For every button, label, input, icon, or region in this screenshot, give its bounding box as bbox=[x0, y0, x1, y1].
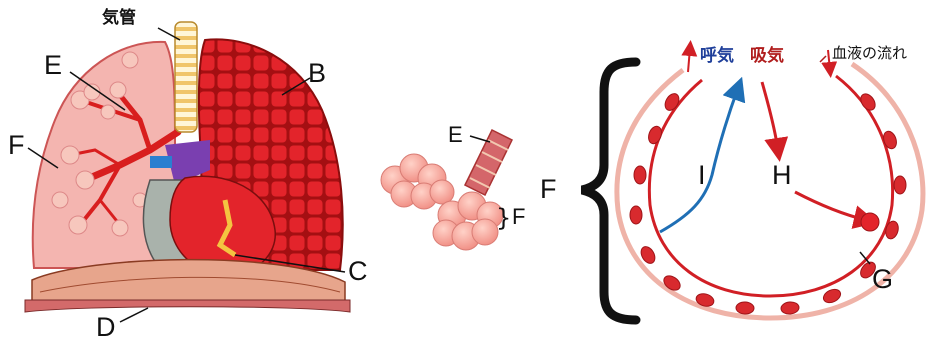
capillary-inner-wall bbox=[649, 76, 892, 296]
alveoli-illustration: } bbox=[381, 130, 512, 250]
label-d: D bbox=[96, 314, 116, 341]
oxygen-to-blood-arrow bbox=[795, 192, 866, 220]
label-e-lung: E bbox=[44, 52, 62, 79]
label-h: H bbox=[772, 162, 792, 189]
label-c: C bbox=[348, 258, 368, 285]
label-i: I bbox=[698, 162, 706, 189]
label-g: G bbox=[872, 266, 893, 293]
svg-text:}: } bbox=[496, 204, 511, 232]
red-blood-cells bbox=[630, 91, 906, 315]
alveolar-sac-top bbox=[381, 154, 454, 209]
label-exhale: 呼気 bbox=[700, 48, 734, 65]
label-f-alveoli: F bbox=[512, 206, 525, 228]
label-blood-flow: 血液の流れ bbox=[832, 46, 907, 61]
inhale-arrow bbox=[762, 82, 778, 150]
label-f-lung: F bbox=[8, 132, 25, 159]
thorax-illustration bbox=[25, 22, 350, 322]
label-e-bronchiole: E bbox=[448, 124, 463, 146]
f-brace bbox=[582, 62, 636, 320]
label-trachea: 気管 bbox=[102, 10, 136, 27]
pulmonary-vessel bbox=[150, 156, 172, 168]
label-inhale: 吸気 bbox=[750, 48, 784, 65]
label-f-bracket: F bbox=[540, 176, 557, 203]
label-b: B bbox=[308, 60, 326, 87]
